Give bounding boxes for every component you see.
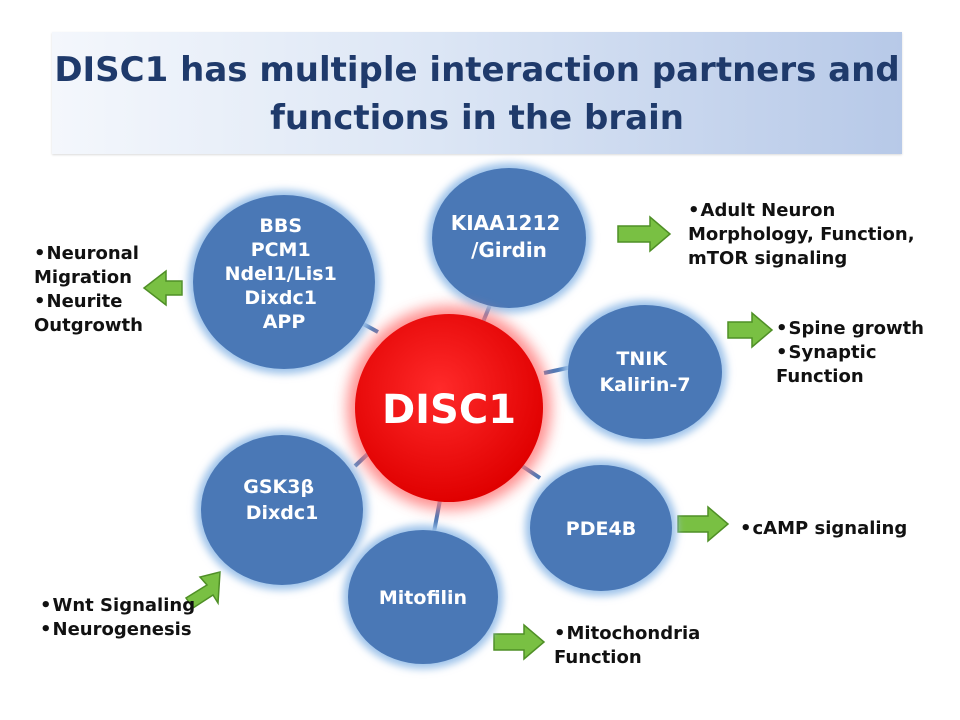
node-gsk-line-1: GSK3β [243,476,314,498]
node-bbs-line-4: Dixdc1 [244,287,317,309]
node-bbs-line-3: Ndel1/Lis1 [225,263,337,285]
node-tnik-line-2: Kalirin-7 [599,374,690,396]
function-item: •Neuronal Migration [34,243,139,288]
node-bbs-line-1: BBS [259,215,302,237]
function-item: •Mitochondria Function [554,623,701,668]
slide-title: DISC1 has multiple interaction partners … [52,46,902,142]
function-text: Neurite Outgrowth [34,291,143,336]
node-mito-line-1: Mitofilin [379,587,467,609]
svg-text:PDE4B: PDE4B [566,518,636,540]
svg-text:BBS PCM1 Ndel1/Lis: BBS PCM1 Ndel1/Lis1 Dixdc1 APP [225,215,344,333]
node-bbs-line-5: APP [263,311,306,333]
node-bbs: BBS PCM1 Ndel1/Lis1 Dixdc1 APP [188,190,380,374]
arrow-tnik-icon [727,311,774,349]
title-banner: DISC1 has multiple interaction partners … [52,32,902,154]
arrow-gsk-icon [184,571,221,610]
function-item: •Neurite Outgrowth [34,291,143,336]
node-tnik: TNIK Kalirin-7 [563,300,727,444]
function-note-bbs: •Neuronal Migration •Neurite Outgrowth [34,242,184,338]
arrow-kiaa-icon [617,215,672,253]
function-item: •Wnt Signaling [40,595,196,616]
node-bbs-line-2: PCM1 [251,239,311,261]
arrow-mito-icon [493,623,546,661]
function-item: •Synaptic Function [776,342,877,387]
function-text: cAMP signaling [752,518,908,539]
node-pde-line-1: PDE4B [566,518,636,540]
function-note-mito: •Mitochondria Function [554,622,724,670]
function-text: Neurogenesis [52,619,192,640]
function-item: •Spine growth [776,318,924,339]
function-text: Spine growth [788,318,924,339]
function-text: Wnt Signaling [52,595,196,616]
function-note-kiaa: •Adult Neuron Morphology, Function, mTOR… [688,199,938,271]
center-node-disc1: DISC1 [347,306,551,510]
node-pde: PDE4B [525,460,677,596]
function-item: •Neurogenesis [40,619,192,640]
node-kiaa-line-1: KIAA1212 [451,211,561,235]
arrows [142,215,774,661]
arrow-bbs-icon [142,269,183,307]
title-line-2: functions in the brain [270,98,684,138]
function-text: Neuronal Migration [34,243,139,288]
node-gsk: GSK3β Dixdc1 [196,430,368,590]
function-text: Mitochondria Function [554,623,701,668]
center-label: DISC1 [382,387,516,433]
title-line-1: DISC1 has multiple interaction partners … [54,50,900,90]
function-item: •cAMP signaling [740,518,908,539]
node-kiaa-line-2: /Girdin [471,238,547,262]
function-note-pde: •cAMP signaling [740,517,940,541]
arrow-pde-icon [677,505,730,543]
function-item: •Adult Neuron Morphology, Function, mTOR… [688,200,915,269]
svg-text:TNIK Kalirin-7: TNIK Kalirin-7 [599,348,690,396]
svg-text:Mitofilin: Mitofilin [379,587,467,609]
svg-text:KIAA1212 /Girdin: KIAA1212 /Girdin [451,211,568,262]
node-gsk-line-2: Dixdc1 [246,502,319,524]
function-text: Synaptic Function [776,342,877,387]
function-text: Adult Neuron Morphology, Function, mTOR … [688,200,915,269]
svg-text:GSK3β Dixdc1: GSK3β Dixdc1 [243,476,320,524]
function-note-tnik: •Spine growth •Synaptic Function [776,317,936,389]
node-tnik-line-1: TNIK [616,348,668,370]
function-note-gsk: •Wnt Signaling •Neurogenesis [40,594,220,642]
node-mito: Mitofilin [343,525,503,669]
node-kiaa: KIAA1212 /Girdin [427,163,591,313]
